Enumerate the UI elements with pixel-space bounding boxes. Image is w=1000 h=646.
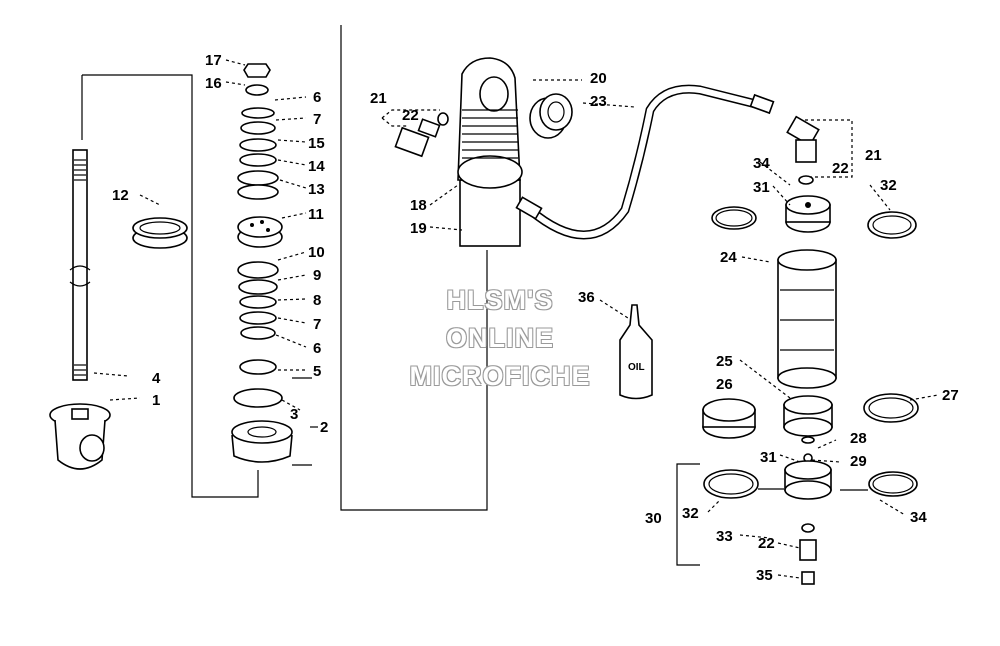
callout-11: 11 xyxy=(308,206,324,223)
callout-8: 8 xyxy=(313,292,321,309)
watermark-line1: HLSM'S xyxy=(446,285,554,315)
callout-20: 20 xyxy=(590,70,607,87)
oil-text: OIL xyxy=(628,362,645,373)
callout-26: 26 xyxy=(716,376,733,393)
bushing-20 xyxy=(529,93,573,139)
piston-25 xyxy=(783,395,833,437)
oil-bottle: OIL xyxy=(619,304,653,400)
ring-32-lower xyxy=(703,469,759,499)
leader-lines xyxy=(93,59,939,579)
shock-shaft xyxy=(69,149,91,381)
callout-22a: 22 xyxy=(402,107,419,124)
callout-31a: 31 xyxy=(753,179,770,196)
snap-ring-34-upper xyxy=(711,206,757,230)
callout-6a: 6 xyxy=(313,89,321,106)
callout-32b: 32 xyxy=(682,505,699,522)
callout-18: 18 xyxy=(410,197,427,214)
callout-7a: 7 xyxy=(313,111,321,128)
callout-23: 23 xyxy=(590,93,607,110)
callout-28: 28 xyxy=(850,430,867,447)
callout-17: 17 xyxy=(205,52,222,69)
valve-stack xyxy=(231,63,293,463)
center-group-bracket xyxy=(340,25,488,511)
callout-3: 3 xyxy=(290,406,298,423)
callout-33: 33 xyxy=(716,528,733,545)
callout-25: 25 xyxy=(716,353,733,370)
ring-27 xyxy=(863,393,919,423)
callout-5: 5 xyxy=(313,363,321,380)
ring-32-upper xyxy=(867,211,917,239)
band-26 xyxy=(702,398,756,439)
callout-21a: 21 xyxy=(370,90,387,107)
callout-22c: 22 xyxy=(758,535,775,552)
bushing-12 xyxy=(132,217,188,249)
callout-1: 1 xyxy=(152,392,160,409)
callout-32a: 32 xyxy=(880,177,897,194)
reservoir-cylinder xyxy=(777,249,837,389)
callout-21b: 21 xyxy=(865,147,882,164)
callout-19: 19 xyxy=(410,220,427,237)
callout-12: 12 xyxy=(112,187,129,204)
watermark-line3: MICROFICHE xyxy=(409,361,591,391)
snap-ring-34-lower xyxy=(868,471,918,497)
lower-group-bracket xyxy=(676,463,700,566)
callout-10: 10 xyxy=(308,244,325,261)
callout-9: 9 xyxy=(313,267,321,284)
watermark-line2: ONLINE xyxy=(445,323,554,353)
end-cap-upper xyxy=(785,195,831,233)
callout-labels: 17 16 6 7 15 14 13 11 10 9 8 7 6 5 3 2 4… xyxy=(112,52,959,584)
callout-2: 2 xyxy=(320,419,328,436)
callout-15: 15 xyxy=(308,135,325,152)
shock-body xyxy=(457,57,523,247)
elbow-fitting xyxy=(786,115,820,163)
callout-34b: 34 xyxy=(910,509,927,526)
callout-31b: 31 xyxy=(760,449,777,466)
callout-16: 16 xyxy=(205,75,222,92)
callout-29: 29 xyxy=(850,453,867,470)
callout-27: 27 xyxy=(942,387,959,404)
callout-7b: 7 xyxy=(313,316,321,333)
callout-13: 13 xyxy=(308,181,325,198)
left-group-bracket xyxy=(82,74,259,498)
callout-35: 35 xyxy=(756,567,773,584)
callout-36: 36 xyxy=(578,289,595,306)
callout-14: 14 xyxy=(308,158,325,175)
callout-34a: 34 xyxy=(753,155,770,172)
callout-30: 30 xyxy=(645,510,662,527)
fitting-22-left xyxy=(394,112,449,158)
callout-24: 24 xyxy=(720,249,737,266)
end-cap-lower xyxy=(784,460,832,500)
shaft-eye-mount xyxy=(49,403,111,470)
callout-4: 4 xyxy=(152,370,161,387)
callout-6b: 6 xyxy=(313,340,321,357)
callout-22b: 22 xyxy=(832,160,849,177)
